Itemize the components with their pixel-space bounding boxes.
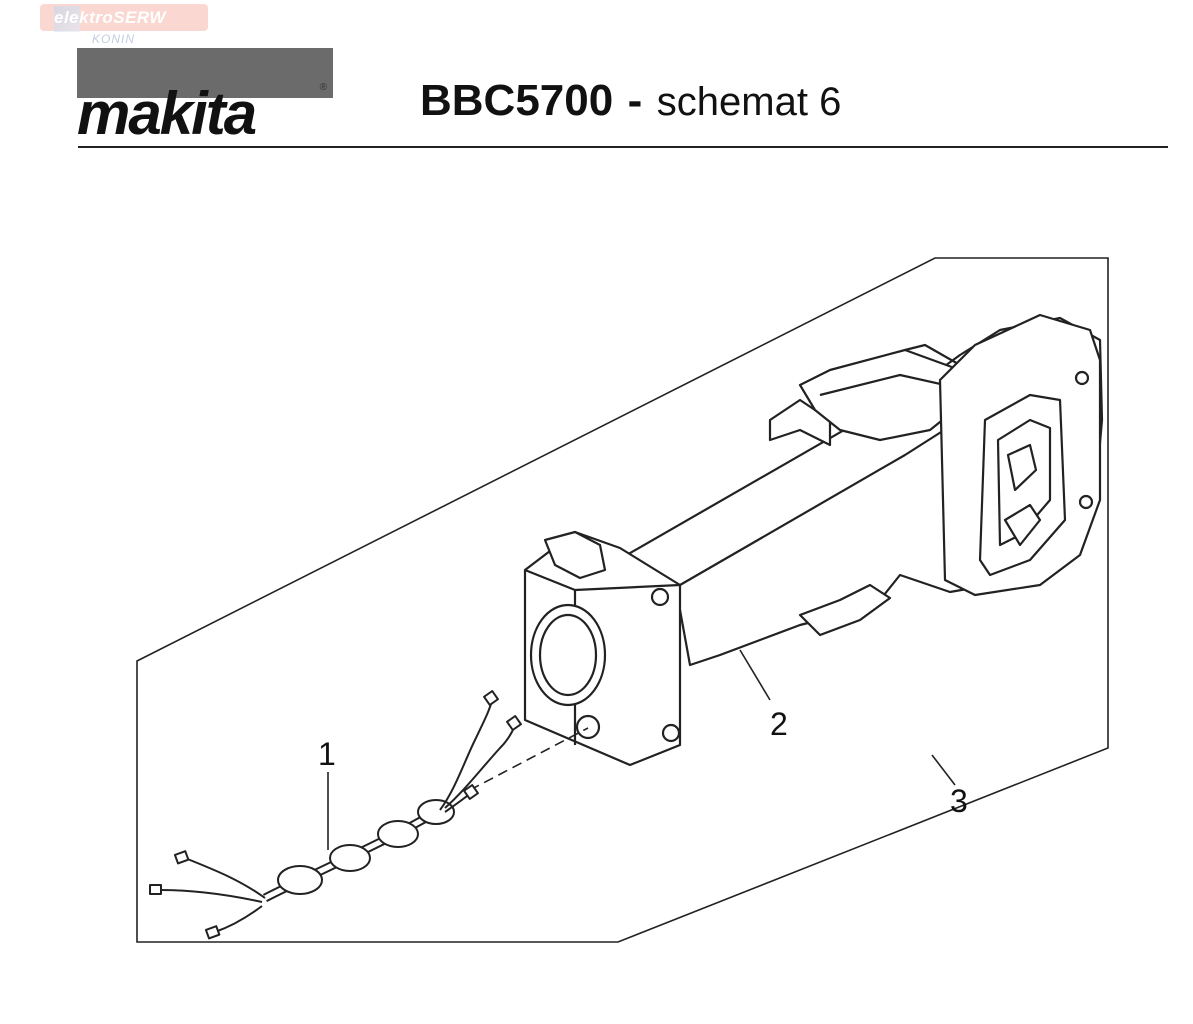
- logo-box: [77, 48, 333, 98]
- logo-text: makita: [77, 80, 257, 147]
- title-separator: -: [627, 76, 643, 125]
- handle-housing-drawing: [523, 313, 1104, 767]
- logo-registered-mark: ®: [319, 82, 327, 93]
- watermark: elektroSERW KONIN: [40, 4, 208, 46]
- assembly-guide-line: [469, 727, 589, 791]
- callout-2: 2: [770, 706, 788, 742]
- model-number: BBC5700: [420, 76, 614, 125]
- header-divider: [78, 146, 1168, 148]
- diagram-subtitle: schemat 6: [656, 80, 842, 124]
- watermark-stripe: [54, 6, 80, 32]
- wire-harness-drawing: [149, 690, 522, 940]
- callout-1: 1: [318, 736, 336, 772]
- leader-line-2: [739, 649, 771, 701]
- callout-3: 3: [950, 783, 968, 819]
- watermark-subtext: KONIN: [92, 32, 136, 46]
- page-title: BBC5700 - schemat 6: [420, 76, 841, 126]
- watermark-text: elektroSERW: [54, 8, 166, 27]
- assembly-boundary: [136, 257, 1109, 943]
- brand-logo: makita ®: [77, 48, 333, 144]
- leader-lines: [327, 649, 956, 850]
- leader-line-3: [931, 754, 956, 786]
